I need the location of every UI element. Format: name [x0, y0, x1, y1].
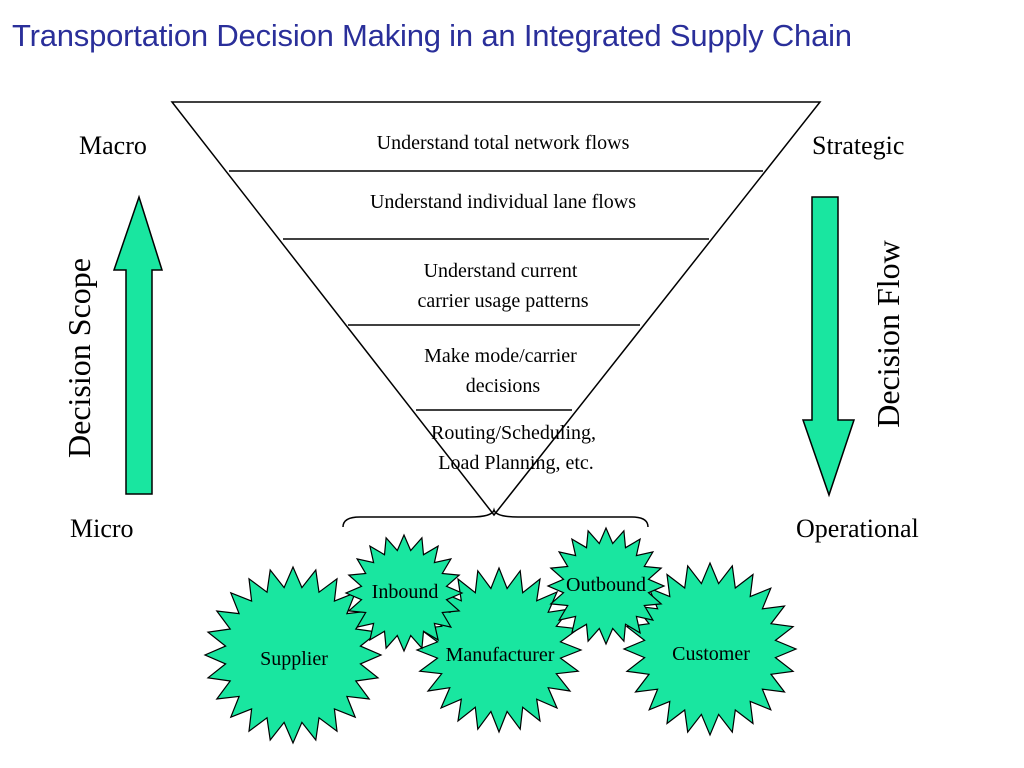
supplier-star-label: Supplier [260, 648, 328, 670]
manufacturer-star-label: Manufacturer [446, 644, 555, 666]
macro-label: Macro [79, 131, 147, 160]
slide-title: Transportation Decision Making in an Int… [12, 18, 852, 53]
strategic-label: Strategic [812, 131, 904, 160]
decision-funnel [170, 101, 822, 517]
level-3-text: Understand current carrier usage pattern… [417, 260, 588, 312]
outbound-star-label: Outbound [566, 574, 646, 596]
inbound-star [344, 533, 464, 653]
level-5-text: Routing/Scheduling, Load Planning, etc. [431, 422, 601, 474]
operational-label: Operational [796, 514, 919, 543]
level-4-text: Make mode/carrier decisions [424, 345, 582, 397]
decision-scope-label: Decision Scope [61, 258, 97, 458]
micro-label: Micro [70, 514, 134, 543]
inbound-star-label: Inbound [372, 581, 439, 603]
outbound-star [546, 526, 666, 646]
brace-icon [342, 507, 649, 528]
up-arrow-icon [112, 194, 164, 495]
supply-chain-stars: Supplier Manufacturer Customer Inbound Outbo… [203, 526, 798, 745]
level-1-text: Understand total network flows [377, 132, 630, 154]
decision-flow-label: Decision Flow [870, 240, 906, 428]
level-2-text: Understand individual lane flows [370, 191, 636, 213]
customer-star-label: Customer [672, 643, 750, 665]
down-arrow-icon [801, 196, 856, 498]
